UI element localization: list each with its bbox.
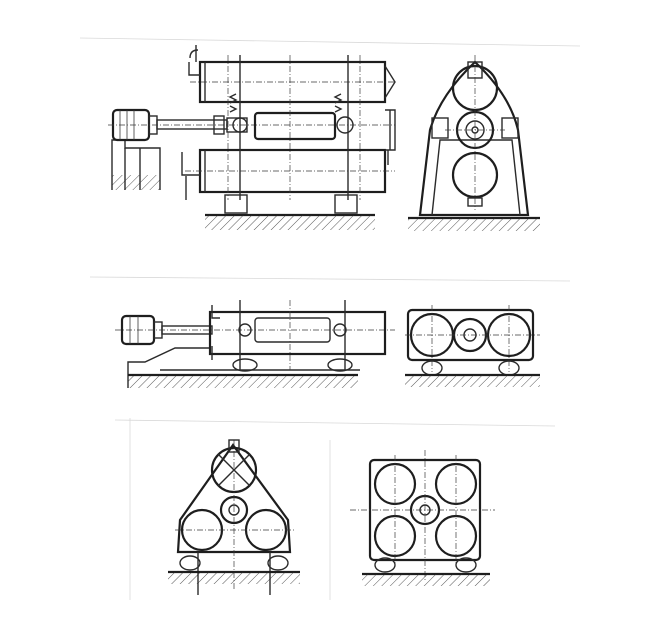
mill-tube <box>208 310 387 356</box>
drive-shaft <box>156 119 228 130</box>
drum-frame <box>406 308 535 362</box>
feed-pipe <box>188 45 200 76</box>
horizontal-tube-mill-side-view <box>108 45 396 230</box>
triangular-three-drum-view <box>168 439 300 595</box>
foot <box>179 555 201 571</box>
foot <box>334 194 358 214</box>
foot <box>374 557 396 573</box>
low-profile-mill-side-view <box>115 300 395 388</box>
base-frame <box>127 347 210 388</box>
foot <box>267 555 289 571</box>
foot <box>232 358 258 372</box>
foot <box>224 194 248 214</box>
page-rule <box>89 276 571 282</box>
foot <box>455 557 477 573</box>
foot <box>327 358 353 372</box>
page-rule <box>79 37 581 47</box>
lower-drum <box>451 151 499 199</box>
ground-hatch <box>405 375 540 387</box>
ground-hatch <box>362 574 490 586</box>
ground-hatch <box>408 218 540 231</box>
ground-hatch <box>168 572 300 584</box>
motor-pedestal <box>111 139 161 190</box>
three-drum-row-end-view <box>405 305 540 387</box>
central-drum <box>253 111 337 141</box>
pedestal-hatch <box>112 175 160 190</box>
stacked-drum-end-view <box>408 55 540 231</box>
page-rule <box>114 419 556 427</box>
four-drum-square-view <box>350 450 495 586</box>
drum-center <box>452 317 488 353</box>
ground-hatch <box>205 215 375 230</box>
ground-hatch <box>128 375 358 388</box>
